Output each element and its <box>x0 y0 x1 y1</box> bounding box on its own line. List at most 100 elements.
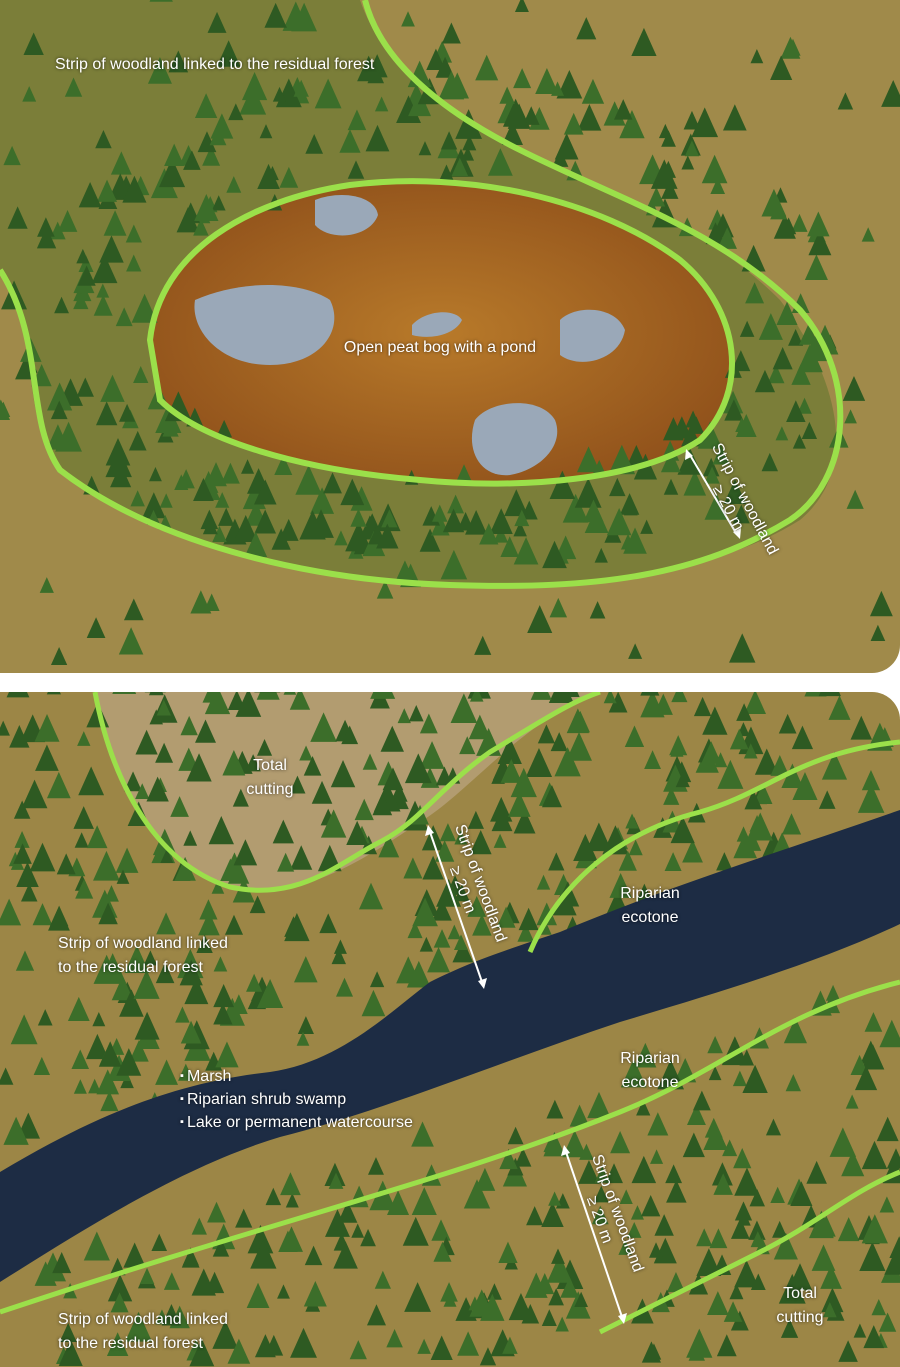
tree <box>442 508 465 533</box>
tree <box>628 643 643 659</box>
tree <box>591 1205 609 1225</box>
label-line: ecotone <box>621 1074 679 1091</box>
tree <box>365 124 390 152</box>
tree <box>838 1340 858 1362</box>
tree <box>704 493 729 520</box>
cutting-boundary <box>92 692 601 893</box>
tree <box>183 830 198 846</box>
tree <box>52 1252 72 1274</box>
tree <box>716 1334 737 1357</box>
tree <box>619 1189 633 1204</box>
tree <box>818 692 841 697</box>
tree <box>71 1049 90 1069</box>
tree <box>587 1091 611 1119</box>
tree <box>631 1155 657 1184</box>
bog-label: Open peat bog with a pond <box>343 339 537 356</box>
tree <box>734 1201 753 1221</box>
tree <box>246 973 263 992</box>
tree <box>536 902 557 926</box>
tree <box>439 823 457 842</box>
tree <box>216 40 241 67</box>
tree <box>380 725 404 752</box>
tree <box>804 254 828 280</box>
tree <box>729 1283 744 1300</box>
tree <box>279 166 299 188</box>
tree <box>822 1301 837 1318</box>
tree <box>647 187 666 207</box>
tree <box>116 1048 142 1076</box>
tree <box>682 1132 705 1158</box>
tree <box>184 977 209 1005</box>
tree <box>328 1172 344 1189</box>
tree <box>47 382 73 411</box>
tree <box>870 624 886 642</box>
tree <box>324 1162 346 1187</box>
tree <box>147 57 172 84</box>
pond <box>560 309 625 362</box>
tree <box>474 1167 496 1191</box>
tree <box>734 1167 760 1196</box>
tree <box>593 1185 609 1203</box>
tree <box>432 504 448 522</box>
tree <box>583 499 604 523</box>
tree <box>530 692 552 700</box>
tree <box>175 1006 190 1023</box>
tree <box>747 812 773 841</box>
cutting-boundary <box>598 1169 900 1335</box>
tree <box>791 363 811 385</box>
tree <box>472 913 492 936</box>
tree <box>314 78 342 109</box>
tree <box>99 953 127 984</box>
tree <box>277 852 295 872</box>
tree <box>518 907 539 931</box>
tree <box>636 883 653 901</box>
tree <box>754 369 776 393</box>
tree <box>221 462 240 484</box>
tree <box>749 1189 765 1207</box>
total-cutting-label-bottom: Total cutting <box>776 1282 823 1330</box>
tree <box>717 759 744 789</box>
tree <box>330 760 356 788</box>
tree <box>776 301 798 325</box>
tree <box>578 1159 600 1184</box>
tree <box>211 195 226 211</box>
tree <box>837 92 854 110</box>
tree <box>211 879 225 894</box>
tree <box>135 729 158 755</box>
tree <box>634 1042 657 1068</box>
tree <box>669 735 688 756</box>
tree <box>742 1064 768 1093</box>
tree <box>496 906 516 928</box>
tree <box>443 1292 457 1307</box>
tree <box>123 1242 146 1268</box>
tree <box>493 526 509 543</box>
tree <box>487 148 513 176</box>
tree <box>244 531 268 557</box>
tree <box>640 692 665 718</box>
tree <box>739 320 755 337</box>
tree <box>440 1282 458 1302</box>
riparian-ecotone-label-top: Riparian ecotone <box>620 882 680 930</box>
tree <box>146 776 169 802</box>
tree <box>577 104 602 131</box>
tree <box>664 852 682 872</box>
tree <box>96 283 110 298</box>
tree <box>160 848 174 864</box>
tree <box>543 1131 566 1157</box>
tree <box>98 902 118 925</box>
tree <box>861 227 875 242</box>
tree <box>378 834 400 858</box>
tree <box>654 1214 674 1236</box>
tree <box>93 850 120 881</box>
tree <box>341 725 359 745</box>
tree <box>566 731 592 761</box>
label-line: Total <box>253 757 287 774</box>
tree <box>351 1223 365 1238</box>
tree <box>625 813 639 829</box>
tree <box>660 450 681 473</box>
tree <box>50 646 68 666</box>
tree <box>20 883 38 902</box>
tree <box>785 1074 801 1092</box>
tree <box>555 1316 569 1332</box>
tree <box>535 1272 555 1295</box>
